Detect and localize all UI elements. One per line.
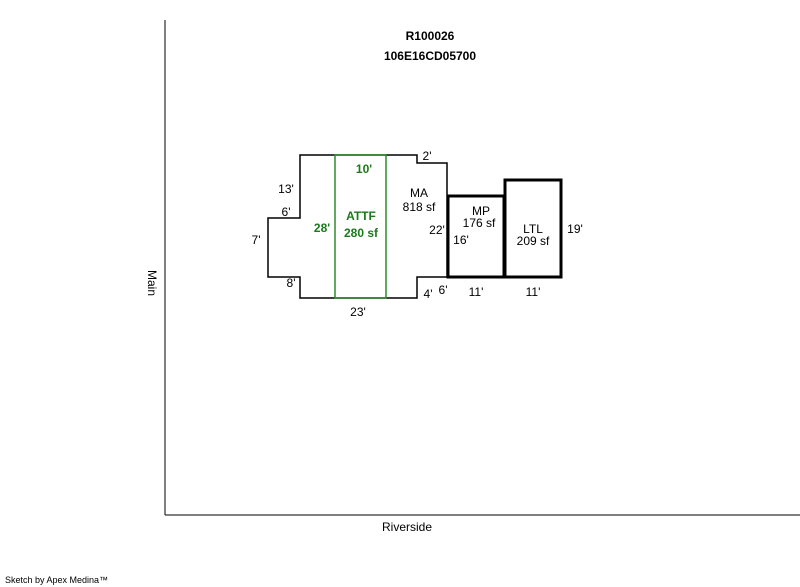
dimension-ltl-width: 11' (526, 285, 541, 299)
ltl-code: LTL (523, 222, 543, 236)
dimension-top-jog: 2' (423, 149, 432, 163)
ltl-area: 209 sf (517, 234, 550, 248)
dimension-mp-width: 11' (469, 285, 484, 299)
dimension-ma-right: 22' (429, 223, 445, 237)
street-label-main: Main (145, 270, 159, 296)
attf-depth-dimension: 28' (314, 221, 330, 235)
footer-credit: Sketch by Apex Medina™ (5, 575, 108, 585)
dimension-bump-top: 6' (282, 205, 291, 219)
dimension-bottom-jog: 4' (424, 287, 433, 301)
dimension-mp-bottom-jog: 6' (439, 283, 448, 297)
attf-area: 280 sf (344, 226, 379, 240)
dimension-lower-left: 8' (287, 276, 296, 290)
attf-width-dimension: 10' (356, 162, 372, 176)
dimension-upper-left: 13' (278, 182, 294, 196)
parcel-id: R100026 (406, 29, 455, 43)
street-label-riverside: Riverside (382, 520, 432, 534)
map-number: 106E16CD05700 (384, 49, 476, 63)
dimension-bump-depth: 7' (252, 233, 261, 247)
attf-code: ATTF (346, 209, 376, 223)
ma-area: 818 sf (403, 200, 436, 214)
mp-code: MP (472, 204, 490, 218)
ma-outline (267, 154, 448, 299)
dimension-ltl-height: 19' (567, 222, 583, 236)
dimension-mp-left: 16' (453, 233, 469, 247)
dimension-bottom: 23' (350, 305, 366, 319)
ma-code: MA (410, 186, 428, 200)
attf-outline (334, 154, 387, 299)
mp-area: 176 sf (463, 216, 496, 230)
ltl-outline (503, 178, 563, 279)
